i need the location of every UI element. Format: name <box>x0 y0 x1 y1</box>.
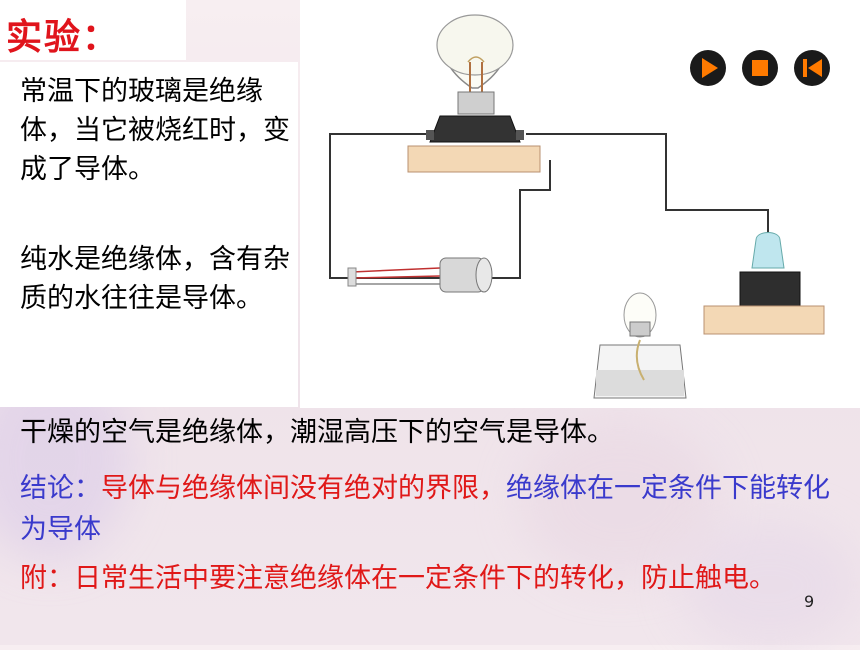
alcohol-lamp-icon <box>593 292 687 399</box>
circuit-wires <box>329 133 769 279</box>
stop-button[interactable] <box>742 50 778 86</box>
glass-paragraph: 常温下的玻璃是绝缘体，当它被烧红时，变成了导体。 <box>20 76 290 185</box>
background-blob <box>520 420 720 580</box>
play-icon <box>702 58 718 78</box>
background-blob <box>680 520 860 650</box>
experiment-diagram <box>300 0 860 408</box>
rewind-button[interactable] <box>794 50 830 86</box>
air-paragraph: 干燥的空气是绝缘体，潮湿高压下的空气是导体。 <box>20 417 614 448</box>
water-paragraph: 纯水是绝缘体，含有杂质的水往往是导体。 <box>20 244 290 314</box>
bulb-base-board <box>407 145 541 173</box>
electrode-holder-icon <box>703 232 825 335</box>
rewind-icon <box>803 59 822 77</box>
glass-rod-icon <box>347 257 493 293</box>
addendum: 附：日常生活中要注意绝缘体在一定条件下的转化，防止触电。 <box>20 563 776 594</box>
page-number: 9 <box>804 592 815 611</box>
play-button[interactable] <box>690 50 726 86</box>
stop-icon <box>752 60 768 76</box>
conclusion-rest: 绝缘体在一定条件下能转化为导体 <box>20 473 830 545</box>
notes-panel <box>0 62 298 407</box>
conclusion-emphasis: 导体与绝缘体间没有绝对的界限， <box>101 473 506 504</box>
conclusion: 结论：导体与绝缘体间没有绝对的界限，绝缘体在一定条件下能转化为导体 <box>20 468 840 550</box>
slide-title: 实验： <box>6 17 121 58</box>
light-bulb-icon <box>426 14 524 143</box>
title-box <box>0 0 186 60</box>
circuit-diagram <box>329 14 825 399</box>
conclusion-label: 结论： <box>20 473 101 504</box>
